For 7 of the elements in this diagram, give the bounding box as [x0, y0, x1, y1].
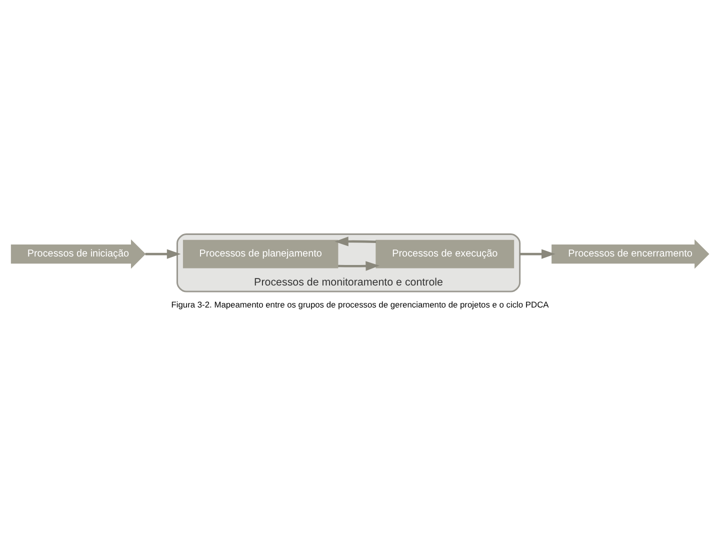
- arrow: [145, 248, 181, 258]
- node-box: Processos de planejamento: [182, 239, 338, 268]
- arrow: [334, 236, 376, 246]
- arrow: [338, 260, 380, 270]
- node-box: Processos de execução: [376, 239, 514, 268]
- caption: Figura 3-2. Mapeamento entre os grupos de processos de gerenciamento de projetos e o ciclo PDCA: [171, 298, 549, 309]
- arrow: [520, 248, 556, 258]
